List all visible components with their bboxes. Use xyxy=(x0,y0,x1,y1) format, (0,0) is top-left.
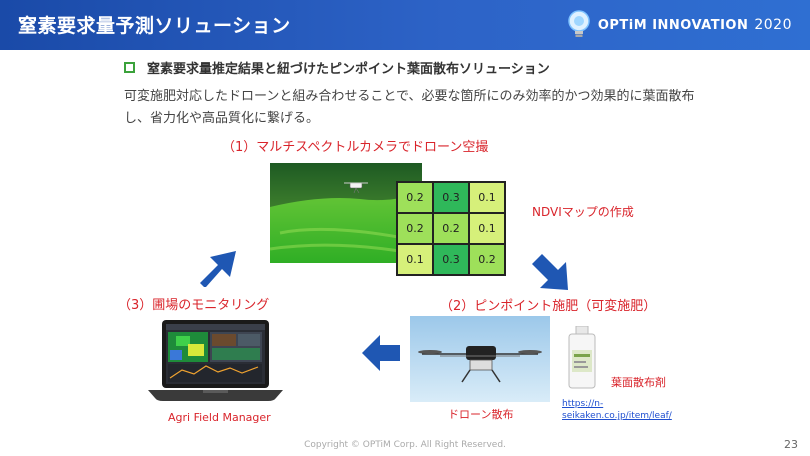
section-heading: 窒素要求量推定結果と紐づけたピンポイント葉面散布ソリューション xyxy=(124,58,550,77)
ndvi-cell: 0.3 xyxy=(434,183,468,212)
foliar-spray-label: 葉面散布剤 xyxy=(611,376,666,389)
ndvi-cell: 0.1 xyxy=(470,183,504,212)
ndvi-map-label: NDVIマップの作成 xyxy=(532,205,634,219)
agri-field-manager-caption: Agri Field Manager xyxy=(168,411,271,424)
lightbulb-icon xyxy=(568,10,590,37)
section-heading-text: 窒素要求量推定結果と紐づけたピンポイント葉面散布ソリューション xyxy=(147,62,550,77)
brand-logo: OPTiM INNOVATION 2020 xyxy=(566,10,792,40)
ndvi-grid: 0.2 0.3 0.1 0.2 0.2 0.1 0.1 0.3 0.2 xyxy=(396,181,506,276)
laptop-screen-icon xyxy=(148,320,283,401)
step3-label: （3）圃場のモニタリング xyxy=(118,298,270,313)
ndvi-cell: 0.3 xyxy=(434,245,468,274)
ndvi-cell: 0.2 xyxy=(434,214,468,243)
description-text: 可変施肥対応したドローンと組み合わせることで、必要な箇所にのみ効率的かつ効果的に… xyxy=(124,89,695,126)
drone-icon xyxy=(344,182,368,194)
ndvi-cell: 0.2 xyxy=(398,214,432,243)
ndvi-cell: 0.1 xyxy=(470,214,504,243)
step2-label: （2）ピンポイント施肥（可変施肥） xyxy=(440,299,657,314)
fertilizer-bottle-icon xyxy=(568,326,596,389)
brand-year: 2020 xyxy=(754,17,792,33)
step1-label: （1）マルチスペクトルカメラでドローン空撮 xyxy=(222,140,489,155)
drone-icon xyxy=(418,346,542,383)
product-link[interactable]: https://n-seikaken.co.jp/item/leaf/ xyxy=(562,399,672,421)
brand-name: OPTiM INNOVATION xyxy=(597,17,749,33)
square-bullet-icon xyxy=(124,62,135,73)
copyright-footer: Copyright © OPTiM Corp. All Right Reserv… xyxy=(304,440,506,450)
arrow-left-icon xyxy=(362,335,400,371)
ndvi-cell: 0.1 xyxy=(398,245,432,274)
arrow-down-right-icon xyxy=(532,254,568,290)
arrow-up-right-icon xyxy=(200,251,236,287)
page-title: 窒素要求量予測ソリューション xyxy=(18,15,291,37)
ndvi-cell: 0.2 xyxy=(398,183,432,212)
ndvi-cell: 0.2 xyxy=(470,245,504,274)
drone-spraying-caption: ドローン散布 xyxy=(448,408,514,421)
header-bar: 窒素要求量予測ソリューション OPTiM INNOVATION 2020 xyxy=(0,0,810,50)
page-number: 23 xyxy=(784,438,798,451)
spraying-drone-photo xyxy=(410,316,550,402)
